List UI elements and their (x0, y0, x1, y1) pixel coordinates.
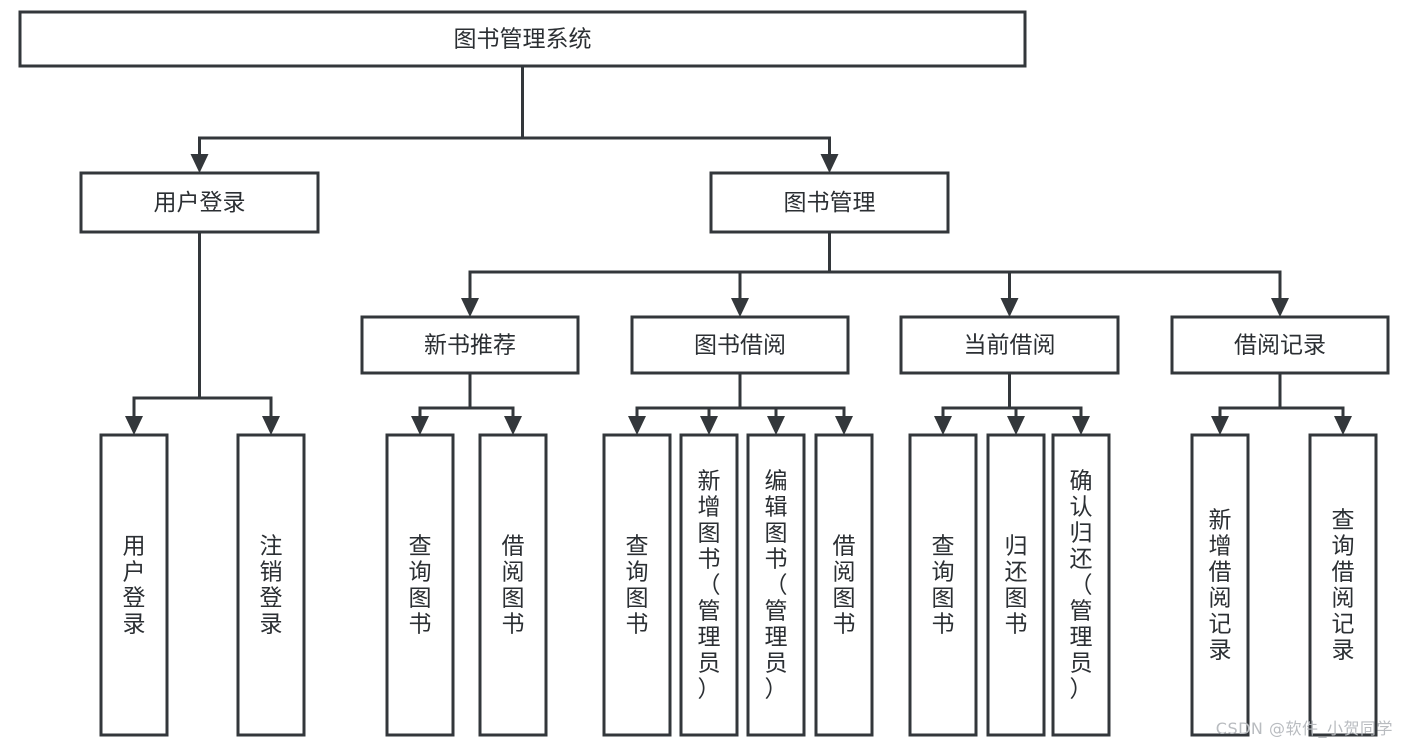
level3-node-新书推荐[interactable]: 新书推荐 (360, 315, 580, 375)
leaf-node-用户登录-0[interactable]: 用户登录 (99, 433, 169, 737)
leaf-node-新增图书管理员-5-box[interactable] (679, 433, 739, 737)
leaf-node-新增图书管理员-5-label: 新增图书（管理员） (698, 468, 721, 702)
leaf-node-归还图书-9[interactable]: 归还图书 (986, 433, 1046, 737)
arrow-head-icon (411, 416, 429, 435)
connector-layer (125, 64, 1352, 435)
leaf-node-用户登录-0-box[interactable] (99, 433, 169, 737)
level3-node-当前借阅-label: 当前借阅 (964, 333, 1056, 359)
level3-node-借阅记录[interactable]: 借阅记录 (1170, 315, 1390, 375)
root-node-图书管理系统-box[interactable] (18, 10, 1027, 68)
leaf-node-查询借阅记录-12-box[interactable] (1308, 433, 1378, 737)
level2-node-用户登录-label: 用户登录 (154, 190, 246, 216)
level2-node-图书管理-box[interactable] (709, 171, 950, 234)
level2-node-用户登录[interactable]: 用户登录 (79, 171, 320, 234)
leaf-node-查询图书-2[interactable]: 查询图书 (385, 433, 455, 737)
watermark-label: CSDN @软件_小贺同学 (1215, 719, 1393, 738)
leaf-node-查询图书-4[interactable]: 查询图书 (602, 433, 672, 737)
level3-node-新书推荐-label: 新书推荐 (424, 333, 516, 359)
arrow-head-icon (262, 416, 280, 435)
leaf-node-归还图书-9-box[interactable] (986, 433, 1046, 737)
leaf-node-查询借阅记录-12[interactable]: 查询借阅记录 (1308, 433, 1378, 737)
leaf-node-注销登录-1[interactable]: 注销登录 (236, 433, 306, 737)
level2-node-图书管理[interactable]: 图书管理 (709, 171, 950, 234)
arrow-head-icon (731, 298, 749, 317)
arrow-head-icon (504, 416, 522, 435)
leaf-node-新增借阅记录-11-box[interactable] (1190, 433, 1250, 737)
leaf-node-归还图书-9-label: 归还图书 (1005, 533, 1028, 637)
leaf-node-新增图书管理员-5[interactable]: 新增图书（管理员） (679, 433, 739, 737)
leaf-node-编辑图书管理员-6-label: 编辑图书（管理员） (765, 468, 788, 702)
arrow-head-icon (190, 154, 209, 173)
leaf-node-确认归还管理员-10[interactable]: 确认归还（管理员） (1051, 433, 1111, 737)
leaf-node-查询借阅记录-12-label: 查询借阅记录 (1332, 507, 1355, 663)
arrow-head-icon (1000, 298, 1019, 317)
leaf-node-查询图书-2-box[interactable] (385, 433, 455, 737)
level3-node-图书借阅-label: 图书借阅 (694, 333, 786, 359)
level3-node-图书借阅[interactable]: 图书借阅 (630, 315, 850, 375)
arrow-head-icon (767, 416, 785, 435)
arrow-head-icon (700, 416, 718, 435)
leaf-node-用户登录-0-label: 用户登录 (123, 533, 146, 637)
leaf-node-借阅图书-3[interactable]: 借阅图书 (478, 433, 548, 737)
level2-node-用户登录-box[interactable] (79, 171, 320, 234)
level3-node-当前借阅[interactable]: 当前借阅 (899, 315, 1120, 375)
arrow-head-icon (125, 416, 143, 435)
root-node-图书管理系统-label: 图书管理系统 (454, 27, 592, 53)
leaf-node-借阅图书-7[interactable]: 借阅图书 (814, 433, 874, 737)
arrow-head-icon (934, 416, 952, 435)
level3-node-当前借阅-box[interactable] (899, 315, 1120, 375)
level2-node-图书管理-label: 图书管理 (784, 190, 876, 216)
arrow-head-icon (461, 298, 479, 317)
leaf-node-编辑图书管理员-6[interactable]: 编辑图书（管理员） (746, 433, 806, 737)
arrow-head-icon (1007, 416, 1025, 435)
leaf-node-新增借阅记录-11[interactable]: 新增借阅记录 (1190, 433, 1250, 737)
arrow-head-icon (628, 416, 646, 435)
leaf-node-查询图书-8-label: 查询图书 (932, 533, 955, 637)
leaf-node-查询图书-4-box[interactable] (602, 433, 672, 737)
level3-node-新书推荐-box[interactable] (360, 315, 580, 375)
arrow-head-icon (1211, 416, 1229, 435)
leaf-node-借阅图书-3-box[interactable] (478, 433, 548, 737)
root-node-图书管理系统[interactable]: 图书管理系统 (18, 10, 1027, 68)
arrow-head-icon (1271, 298, 1289, 317)
level3-node-借阅记录-label: 借阅记录 (1234, 333, 1326, 359)
level3-node-图书借阅-box[interactable] (630, 315, 850, 375)
node-layer: 图书管理系统用户登录图书管理新书推荐图书借阅当前借阅借阅记录用户登录注销登录查询… (18, 10, 1390, 737)
leaf-node-查询图书-8[interactable]: 查询图书 (908, 433, 978, 737)
leaf-node-借阅图书-3-label: 借阅图书 (502, 533, 525, 637)
leaf-node-新增借阅记录-11-label: 新增借阅记录 (1209, 507, 1232, 663)
leaf-node-查询图书-8-box[interactable] (908, 433, 978, 737)
arrow-head-icon (835, 416, 853, 435)
leaf-node-借阅图书-7-label: 借阅图书 (833, 533, 856, 637)
leaf-node-确认归还管理员-10-label: 确认归还（管理员） (1070, 468, 1093, 702)
leaf-node-借阅图书-7-box[interactable] (814, 433, 874, 737)
leaf-node-查询图书-4-label: 查询图书 (626, 533, 649, 637)
leaf-node-确认归还管理员-10-box[interactable] (1051, 433, 1111, 737)
level3-node-借阅记录-box[interactable] (1170, 315, 1390, 375)
arrow-head-icon (1334, 416, 1352, 435)
leaf-node-注销登录-1-label: 注销登录 (260, 533, 283, 637)
arrow-head-icon (820, 154, 839, 173)
leaf-node-编辑图书管理员-6-box[interactable] (746, 433, 806, 737)
leaf-node-注销登录-1-box[interactable] (236, 433, 306, 737)
arrow-head-icon (1072, 416, 1090, 435)
leaf-node-查询图书-2-label: 查询图书 (409, 533, 432, 637)
